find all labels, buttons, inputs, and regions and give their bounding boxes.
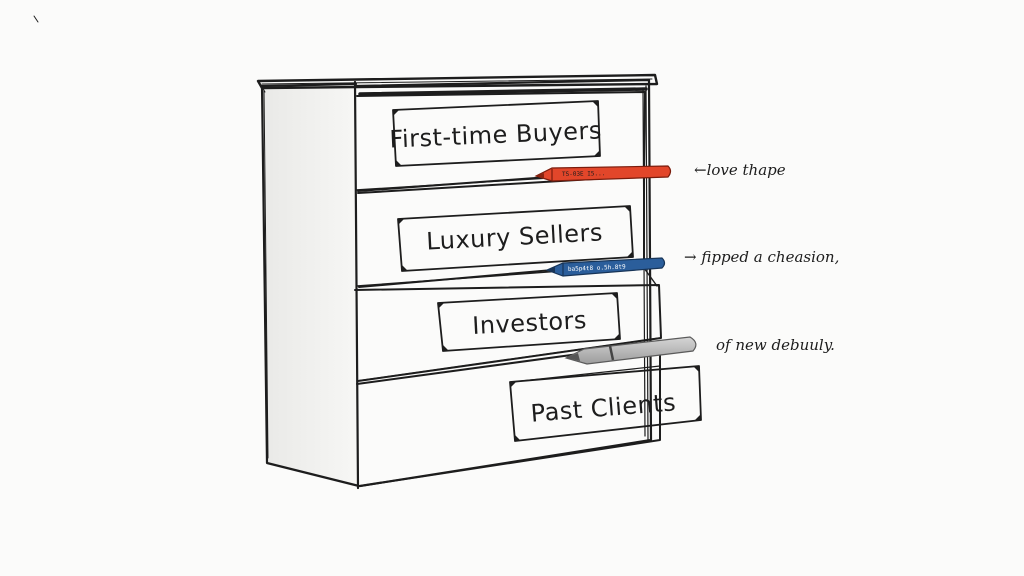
- drawer-investors[interactable]: Investors: [354, 267, 662, 382]
- stray-pencil-mark: [33, 15, 39, 23]
- gray-marker[interactable]: [564, 336, 697, 365]
- annotation-note: → fipped a cheasion,: [684, 248, 839, 266]
- drawer-label-text: First-time Buyers: [389, 116, 603, 153]
- drawer-past-clients[interactable]: Past Clients: [356, 342, 702, 487]
- drawer-label-card: Past Clients: [509, 365, 702, 442]
- annotation-note: of new debuuly.: [716, 336, 835, 354]
- marker-print-text: ba5p4t8 o.5h.8t9: [568, 263, 626, 273]
- blue-marker[interactable]: ba5p4t8 o.5h.8t9: [545, 257, 666, 277]
- annotation-note: ←love thape: [694, 161, 786, 179]
- cabinet-top: [256, 73, 659, 90]
- red-marker[interactable]: TS-03E I5...: [534, 165, 672, 182]
- drawer-label-card: First-time Buyers: [389, 100, 603, 167]
- annotation-notes: ←love thape → fipped a cheasion, of new …: [684, 161, 839, 354]
- marker-print-text: TS-03E I5...: [562, 170, 605, 178]
- drawer-label-text: Investors: [472, 306, 588, 340]
- cabinet-side-panel: [258, 80, 361, 490]
- drawer-label-text: Past Clients: [530, 388, 677, 427]
- drawer-label-text: Luxury Sellers: [426, 218, 604, 255]
- drawer-label-card: Investors: [437, 292, 621, 352]
